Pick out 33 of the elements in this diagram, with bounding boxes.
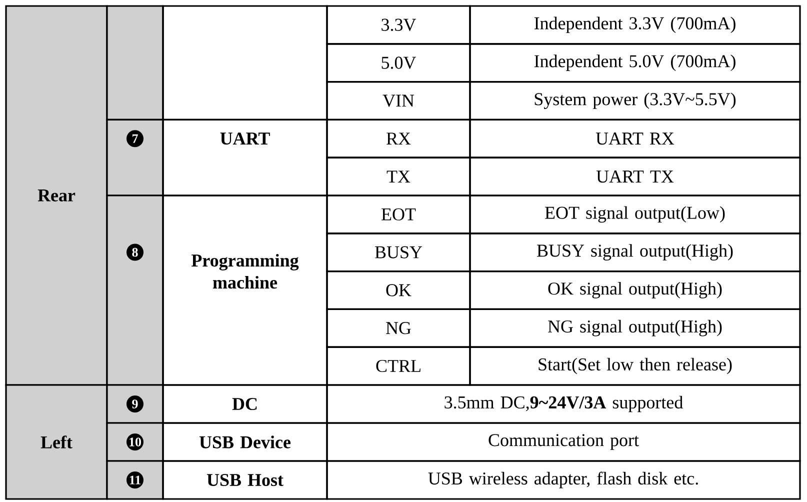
- table-cell: Independent 3.3V (700mA): [469, 5, 801, 45]
- table-cell: Start(Set low then release): [469, 346, 801, 386]
- table-cell: CTRL: [326, 346, 471, 386]
- row-header: USB Device: [162, 422, 328, 462]
- table-cell: EOT signal output(Low): [469, 194, 801, 234]
- table-cell: USB wireless adapter, flash disk etc.: [326, 460, 801, 500]
- row-header: Programming machine: [162, 194, 328, 386]
- table-cell: EOT: [326, 194, 471, 234]
- table-cell: BUSY: [326, 232, 471, 272]
- table-cell: 7: [106, 118, 164, 196]
- table-cell: NG signal output(High): [469, 308, 801, 348]
- table-cell: RX: [326, 118, 471, 158]
- table-cell: 3.5mm DC,9~24V/3A supported: [326, 384, 801, 424]
- row-header: DC: [162, 384, 328, 424]
- table-cell: 9: [106, 384, 164, 424]
- table-cell: OK: [326, 270, 471, 310]
- table-cell: OK signal output(High): [469, 270, 801, 310]
- table-cell: 5.0V: [326, 43, 471, 83]
- table-cell: System power (3.3V~5.5V): [469, 81, 801, 120]
- row-header: USB Host: [162, 460, 328, 500]
- table-cell: Independent 5.0V (700mA): [469, 43, 801, 83]
- row-header: Left: [5, 384, 108, 500]
- table-cell: 10: [106, 422, 164, 462]
- table-cell: VIN: [326, 81, 471, 120]
- table-cell: BUSY signal output(High): [469, 232, 801, 272]
- table-cell: TX: [326, 156, 471, 196]
- table-cell: NG: [326, 308, 471, 348]
- table-cell: 11: [106, 460, 164, 500]
- table-cell: UART TX: [469, 156, 801, 196]
- table-cell: UART RX: [469, 118, 801, 158]
- table-cell: 3.3V: [326, 5, 471, 45]
- table-cell: Communication port: [326, 422, 801, 462]
- row-header: UART: [162, 118, 328, 196]
